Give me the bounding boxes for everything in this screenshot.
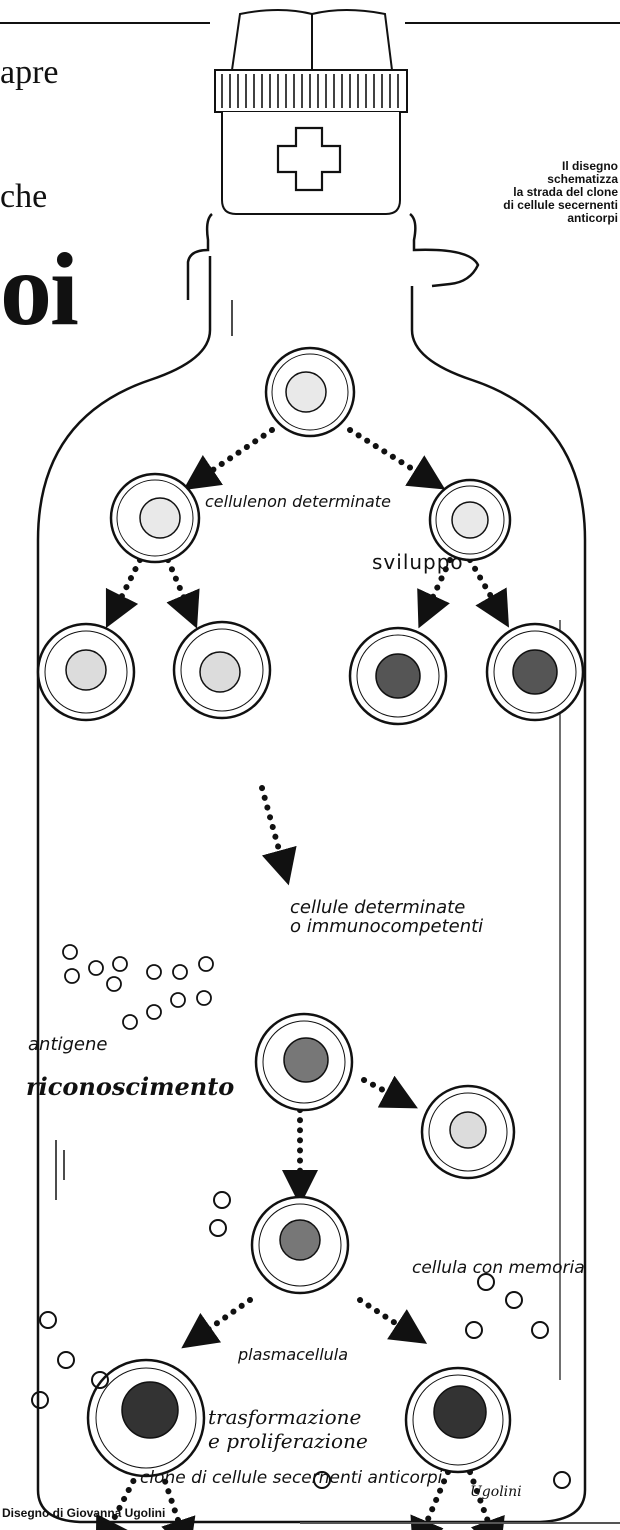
artist-signature: Ugolini — [470, 1484, 522, 1500]
label-development: sviluppo — [372, 550, 464, 574]
label-plasma-cell: plasmacellula — [238, 1345, 348, 1364]
cell-plasma — [252, 1197, 348, 1293]
cell-determined — [487, 624, 583, 720]
label-determined-cells: cellule determinate o immunocompetenti — [290, 898, 483, 936]
bottle-stopper — [215, 10, 407, 214]
cell-proliferating — [406, 1368, 510, 1472]
label-recognition: riconoscimento — [26, 1072, 234, 1101]
cell-determined — [350, 628, 446, 724]
antigen-particles — [63, 945, 213, 1029]
label-undetermined-cells: cellulenon determinate — [205, 492, 391, 511]
label-clone: clone di cellule secernenti anticorpi — [140, 1468, 442, 1488]
label-antigen: antigene — [28, 1034, 107, 1055]
label-determined-line2: o immunocompetenti — [290, 917, 483, 936]
label-memory-cell: cellula con memoria — [412, 1258, 585, 1278]
cell-memory — [422, 1086, 514, 1178]
label-transformation-line1: trasformazione — [208, 1405, 368, 1429]
cell-undetermined — [430, 480, 510, 560]
label-transformation: trasformazione e proliferazione — [208, 1405, 368, 1453]
cell-recognition — [256, 1014, 352, 1110]
cell-undetermined — [111, 474, 199, 562]
cell-proliferating — [88, 1360, 204, 1476]
label-determined-line1: cellule determinate — [290, 898, 483, 917]
cell-progenitor — [266, 348, 354, 436]
bottom-rule — [300, 1522, 620, 1524]
cell-determined — [38, 624, 134, 720]
label-transformation-line2: e proliferazione — [208, 1429, 368, 1453]
illustration-credit: Disegno di Giovanna Ugolini — [2, 1506, 165, 1520]
cell-determined — [174, 622, 270, 718]
